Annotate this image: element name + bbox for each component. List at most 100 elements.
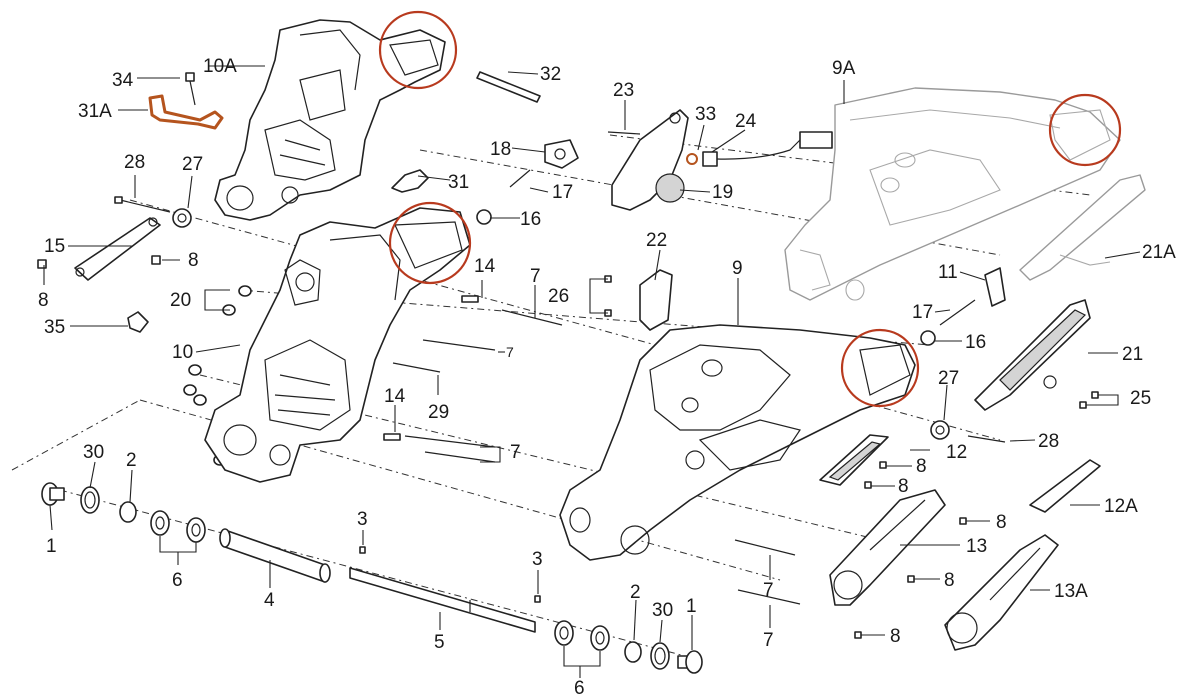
label-8-d: 8 — [898, 476, 909, 497]
bushing-1-left — [41, 482, 65, 506]
label-30-left: 30 — [83, 442, 104, 463]
seal-30-left — [80, 486, 100, 514]
bearings-6-left — [150, 510, 206, 543]
label-8-g: 8 — [890, 626, 901, 647]
label-9: 9 — [732, 258, 743, 279]
bolts-7 — [392, 309, 801, 605]
part-31A-bracket — [148, 94, 224, 130]
label-32: 32 — [540, 64, 561, 85]
bushing-27-left — [172, 208, 192, 228]
bolt-17-right — [939, 299, 976, 326]
label-7-e: 7 — [763, 630, 774, 651]
label-12A: 12A — [1104, 496, 1138, 517]
label-24: 24 — [735, 111, 757, 132]
label-2-right: 2 — [630, 582, 641, 603]
bracket-10 — [204, 207, 471, 483]
chain-slider-13 — [829, 489, 946, 606]
label-10: 10 — [172, 342, 193, 363]
highlight-circle-9 — [840, 328, 920, 408]
screws-8-right — [854, 461, 967, 639]
label-1-right: 1 — [686, 596, 697, 617]
label-28-right: 28 — [1038, 431, 1059, 452]
screw-23 — [607, 131, 641, 135]
bushing-1-right — [677, 650, 703, 674]
screw-8-left-a — [151, 255, 161, 265]
label-13: 13 — [966, 536, 987, 557]
label-7-b: 7 — [506, 344, 514, 360]
label-27-left: 27 — [182, 154, 203, 175]
label-31: 31 — [448, 172, 469, 193]
label-16-upper: 16 — [520, 209, 541, 230]
plate-22 — [639, 269, 673, 331]
slider-pad-12 — [819, 434, 889, 486]
label-8-b: 8 — [38, 290, 49, 311]
label-21A: 21A — [1142, 242, 1176, 263]
label-18: 18 — [490, 139, 511, 160]
label-2-left: 2 — [126, 450, 137, 471]
plate-23 — [611, 109, 689, 211]
label-22: 22 — [646, 230, 667, 251]
chain-slider-13A — [944, 534, 1059, 651]
label-14-lower: 14 — [384, 386, 406, 407]
bracket-18 — [544, 139, 579, 169]
label-6-right: 6 — [574, 678, 585, 699]
collar-2-left — [119, 501, 137, 523]
label-5: 5 — [434, 632, 445, 653]
label-15: 15 — [44, 236, 65, 257]
highlight-circle-9A — [1048, 93, 1122, 167]
label-19: 19 — [712, 182, 733, 203]
label-7-c: 7 — [510, 442, 521, 463]
label-26: 26 — [548, 286, 569, 307]
bracket-10A — [214, 19, 446, 221]
screws-26 — [604, 275, 612, 317]
axle-5 — [349, 567, 536, 633]
collar-2-right — [624, 641, 642, 663]
screw-8-left-b — [37, 259, 47, 269]
label-9A: 9A — [832, 58, 856, 79]
label-30-right: 30 — [652, 600, 673, 621]
label-20: 20 — [170, 290, 191, 311]
label-10A: 10A — [203, 56, 237, 77]
pins-14 — [383, 295, 479, 441]
clip-35 — [127, 311, 149, 333]
label-28-left: 28 — [124, 152, 145, 173]
label-7-a: 7 — [530, 266, 541, 287]
bolt-17-upper — [509, 169, 531, 188]
label-17-upper: 17 — [552, 182, 573, 203]
label-31A: 31A — [78, 101, 112, 122]
label-33: 33 — [695, 104, 716, 125]
label-14-upper: 14 — [474, 256, 496, 277]
sensor-24 — [702, 131, 833, 167]
label-3-upper: 3 — [357, 509, 368, 530]
label-7-d: 7 — [763, 580, 774, 601]
label-3-lower: 3 — [532, 549, 543, 570]
label-21: 21 — [1122, 344, 1143, 365]
highlight-circle-10A — [378, 10, 458, 90]
label-17-right: 17 — [912, 302, 933, 323]
clip-31 — [391, 169, 429, 193]
label-25: 25 — [1130, 388, 1151, 409]
screws-25 — [1079, 391, 1099, 409]
screw-28-left — [114, 196, 171, 213]
label-1-left: 1 — [46, 536, 57, 557]
leader-lines — [43, 65, 1141, 678]
highlight-circle-10 — [388, 201, 472, 285]
bearings-6-right — [554, 620, 610, 651]
pad-12A — [1029, 459, 1101, 513]
label-13A: 13A — [1054, 581, 1088, 602]
chain-guard-21 — [974, 299, 1091, 411]
block-11 — [984, 267, 1006, 307]
label-8-c: 8 — [916, 456, 927, 477]
nut-16-right — [920, 330, 936, 346]
label-4: 4 — [264, 590, 275, 611]
label-27-right: 27 — [938, 368, 959, 389]
sleeve-4 — [219, 528, 331, 583]
label-29: 29 — [428, 402, 449, 423]
label-23: 23 — [613, 80, 634, 101]
ring-33 — [686, 153, 698, 165]
part-labels: 34 31A 10A 32 9A 23 33 24 18 31 17 19 16… — [38, 56, 1176, 699]
label-35: 35 — [44, 317, 65, 338]
seal-30-right — [650, 642, 670, 670]
nut-16-upper — [476, 209, 492, 225]
